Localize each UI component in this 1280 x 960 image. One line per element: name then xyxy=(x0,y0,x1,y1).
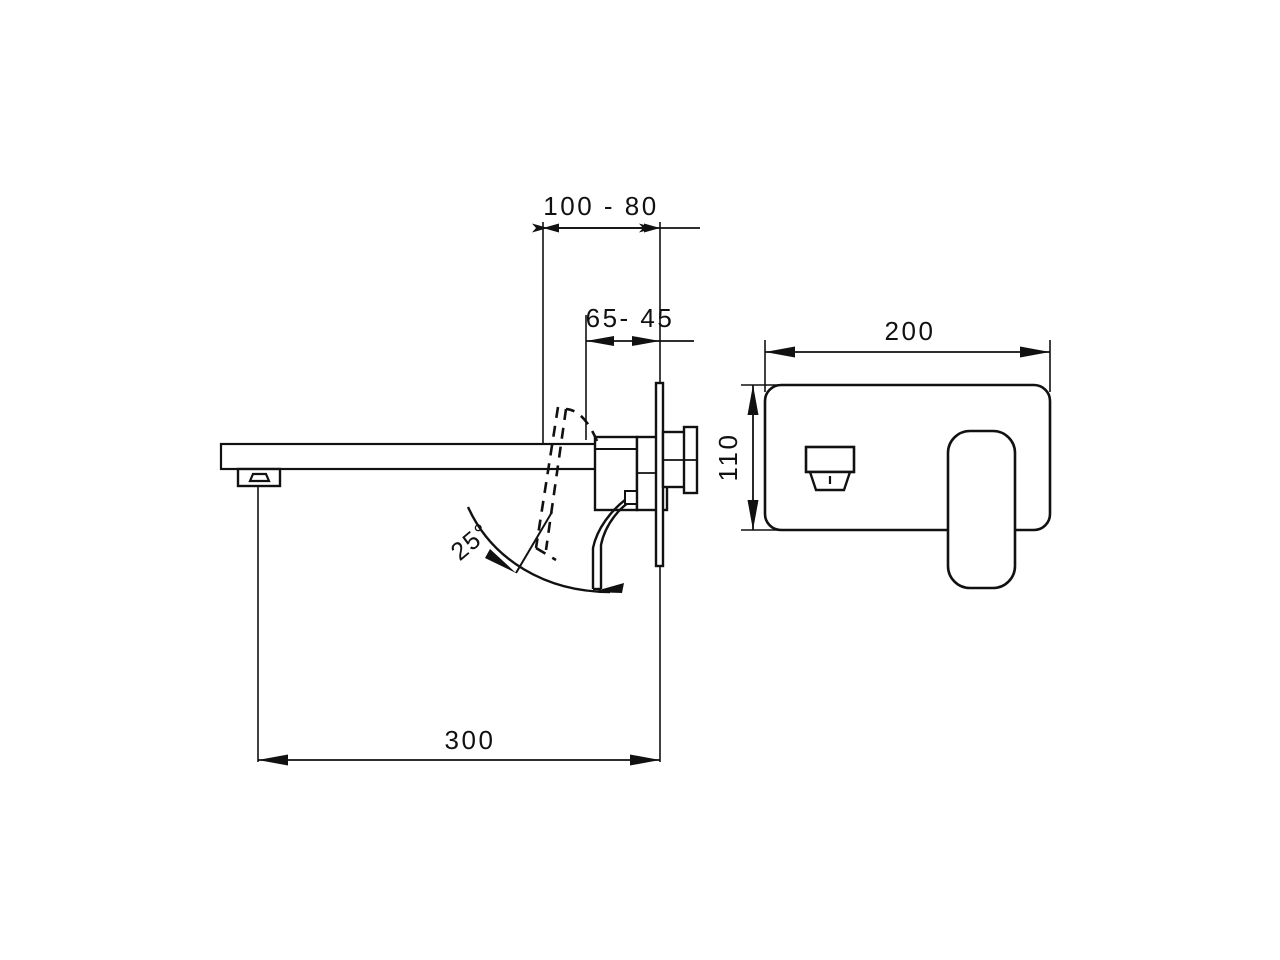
dimension-label-plate-height: 110 xyxy=(713,433,743,482)
dimension-label-plate-width: 200 xyxy=(885,316,936,346)
spout-aerator-insert xyxy=(248,472,271,483)
angle-arrow-upper xyxy=(485,549,516,573)
front-lever-handle xyxy=(946,429,1017,590)
front-spout-outlet-body xyxy=(804,445,856,474)
front-view-faucet xyxy=(763,383,1052,590)
dimension-plate-height: 110 xyxy=(713,384,790,531)
dimension-label-spout-reach: 300 xyxy=(445,725,496,755)
dimension-label-projection-range: 100 - 80 xyxy=(543,191,658,221)
lever-handle-raised-dashed xyxy=(534,406,599,562)
dimension-body-depth-range: 65- 45 xyxy=(585,303,694,440)
dimension-plate-width: 200 xyxy=(764,316,1051,392)
dimension-projection-range: 100 - 80 xyxy=(532,191,700,233)
angle-arc xyxy=(466,506,611,594)
angle-arrow-lower xyxy=(592,583,624,593)
lever-handle-curve-inner xyxy=(591,499,626,589)
spout-arm xyxy=(219,442,609,471)
dimension-spout-reach: 300 xyxy=(258,725,660,766)
side-view-faucet xyxy=(219,381,699,591)
dimension-label-body-depth-range: 65- 45 xyxy=(586,303,675,333)
angle-leader-line xyxy=(515,511,553,574)
